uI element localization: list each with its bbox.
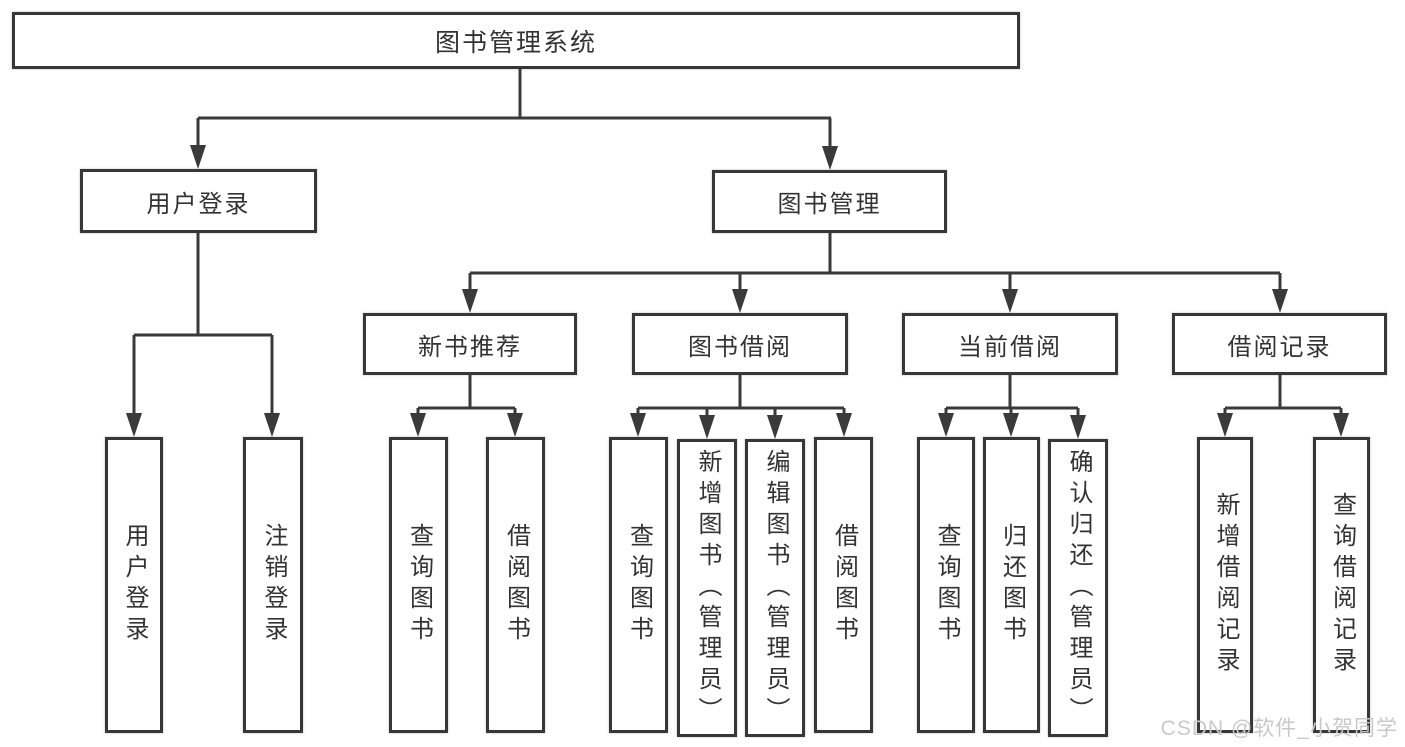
leaf-user-login: 用户登录 xyxy=(105,437,163,733)
leaf-newbook-query: 查询图书 xyxy=(389,437,448,733)
leaf-newbook-query-label: 查询图书 xyxy=(405,523,433,647)
leaf-record-query-label: 查询借阅记录 xyxy=(1328,492,1356,678)
leaf-newbook-borrow-label: 借阅图书 xyxy=(502,523,530,647)
node-current-borrow-label: 当前借阅 xyxy=(958,333,1062,361)
leaf-borrow-edit-admin: 编辑图书（管理员） xyxy=(745,439,805,737)
node-user-login-label: 用户登录 xyxy=(146,190,251,218)
leaf-borrow-add-admin: 新增图书（管理员） xyxy=(677,439,737,737)
leaf-borrow-borrow: 借阅图书 xyxy=(814,437,873,733)
node-root: 图书管理系统 xyxy=(12,12,1020,69)
leaf-current-confirm-admin: 确认归还（管理员） xyxy=(1048,439,1108,737)
leaf-borrow-add-admin-label: 新增图书（管理员） xyxy=(694,448,721,728)
node-book-borrow: 图书借阅 xyxy=(632,313,848,375)
leaf-borrow-query: 查询图书 xyxy=(609,437,668,733)
node-root-label: 图书管理系统 xyxy=(434,28,597,57)
leaf-logout-label: 注销登录 xyxy=(260,523,287,647)
node-current-borrow: 当前借阅 xyxy=(902,313,1118,375)
node-new-book-recommend: 新书推荐 xyxy=(363,313,577,375)
leaf-record-add-label: 新增借阅记录 xyxy=(1212,492,1239,678)
node-borrow-records: 借阅记录 xyxy=(1172,313,1387,375)
node-user-login: 用户登录 xyxy=(80,169,317,233)
leaf-current-return-label: 归还图书 xyxy=(998,523,1026,647)
leaf-current-query-label: 查询图书 xyxy=(933,523,960,647)
leaf-current-return: 归还图书 xyxy=(983,437,1040,733)
leaf-current-query: 查询图书 xyxy=(917,437,975,733)
leaf-logout: 注销登录 xyxy=(243,437,303,733)
leaf-borrow-borrow-label: 借阅图书 xyxy=(830,523,858,647)
node-book-management-label: 图书管理 xyxy=(777,191,882,218)
leaf-record-query: 查询借阅记录 xyxy=(1313,437,1370,733)
leaf-record-add: 新增借阅记录 xyxy=(1197,437,1253,733)
csdn-watermark: CSDN @软件_小贺同学 xyxy=(1160,717,1398,740)
leaf-borrow-query-label: 查询图书 xyxy=(625,523,653,647)
leaf-newbook-borrow: 借阅图书 xyxy=(486,437,545,733)
leaf-current-confirm-admin-label: 确认归还（管理员） xyxy=(1065,448,1092,728)
leaf-user-login-label: 用户登录 xyxy=(121,523,148,647)
leaf-borrow-edit-admin-label: 编辑图书（管理员） xyxy=(762,448,789,728)
node-book-management: 图书管理 xyxy=(712,170,947,233)
node-borrow-records-label: 借阅记录 xyxy=(1227,333,1332,361)
node-new-book-recommend-label: 新书推荐 xyxy=(418,333,522,361)
node-book-borrow-label: 图书借阅 xyxy=(688,333,792,361)
